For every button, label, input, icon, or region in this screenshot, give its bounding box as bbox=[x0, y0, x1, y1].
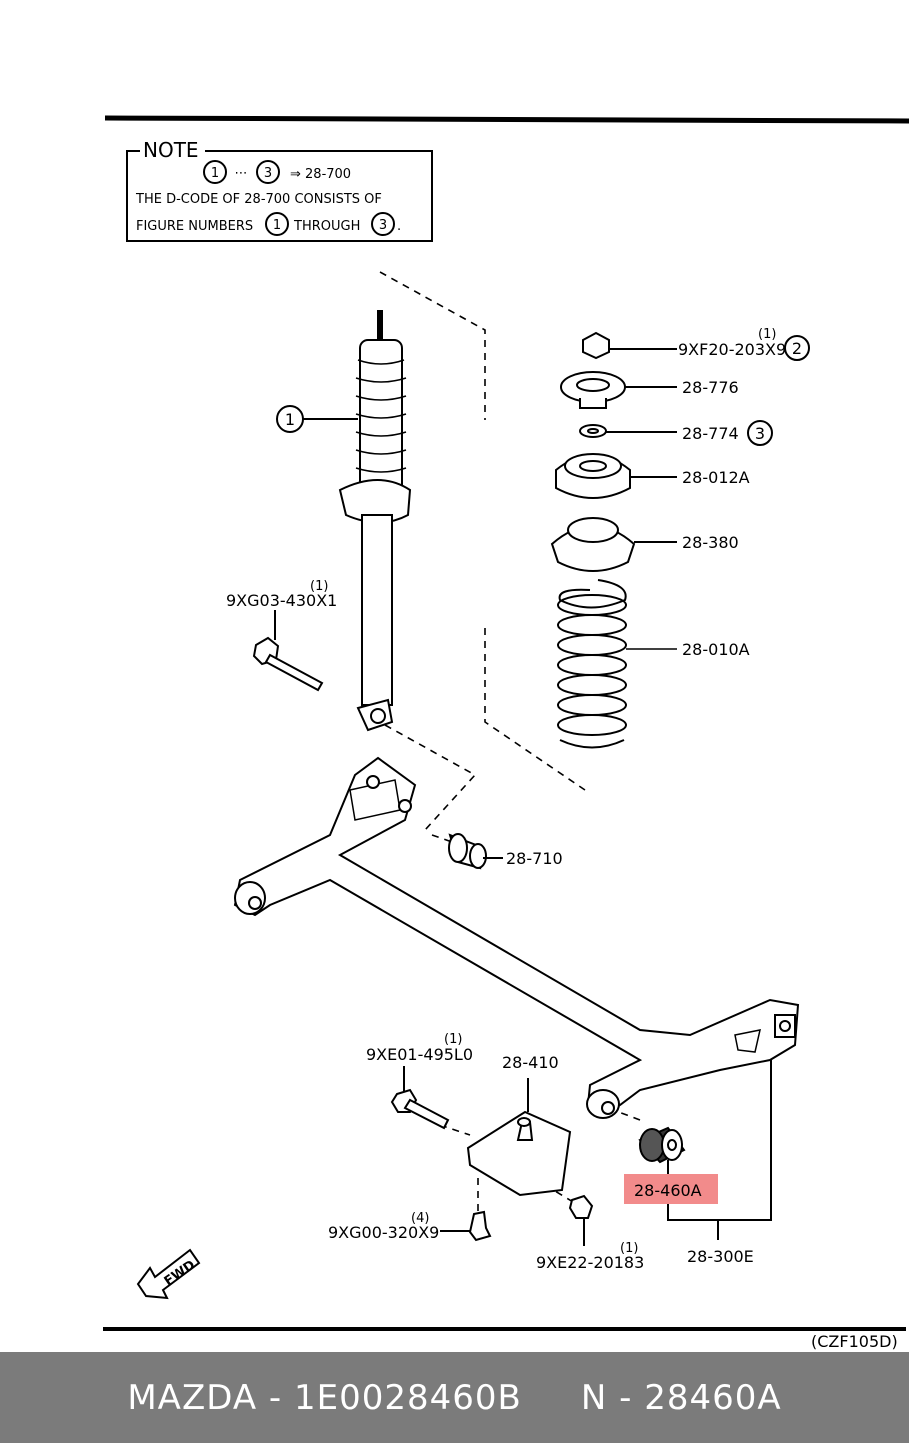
note-line3-suffix: . bbox=[397, 219, 401, 234]
spring-seat: 28-380 bbox=[550, 517, 739, 572]
note-line3-circle-a: 1 bbox=[273, 218, 281, 233]
rear-bushing bbox=[638, 1126, 686, 1176]
top-nut: 9XF20-203X9 (1) 2 bbox=[582, 327, 810, 361]
shock-bolt-qty: (1) bbox=[310, 579, 328, 594]
washer-circle: 3 bbox=[755, 424, 765, 443]
coil-spring bbox=[557, 579, 677, 749]
washer-label: 28-774 bbox=[682, 424, 739, 443]
bracket-nut-qty: (1) bbox=[620, 1241, 638, 1256]
note-ellipsis: ⋯ bbox=[235, 166, 248, 181]
rear-bushing-highlight[interactable] bbox=[624, 1174, 718, 1204]
axle-label: 28-300E bbox=[687, 1247, 754, 1266]
bracket-bolt-qty: (1) bbox=[444, 1032, 462, 1047]
shock-bolt: 9XG03-430X1 (1) bbox=[226, 579, 337, 692]
top-rule bbox=[104, 115, 909, 124]
footer-brand: MAZDA bbox=[127, 1377, 258, 1418]
figure-code: (CZF105D) bbox=[811, 1332, 898, 1351]
nut-code: 9XF20-203X9 bbox=[678, 340, 786, 359]
shock-absorber: 1 bbox=[276, 310, 412, 732]
note-line3-prefix: FIGURE NUMBERS bbox=[136, 219, 253, 234]
bearing: 28-012A bbox=[555, 453, 750, 499]
bracket-nut-code: 9XE22-20183 bbox=[536, 1253, 644, 1272]
front-bushing: 28-710 bbox=[448, 833, 563, 870]
upper-mount: 28-776 bbox=[560, 371, 739, 409]
fwd-arrow-icon: FWD bbox=[136, 1248, 201, 1300]
spring-seat-label: 28-380 bbox=[682, 533, 739, 552]
note-title: NOTE bbox=[143, 138, 199, 162]
bracket-bolt-code: 9XE01-495L0 bbox=[366, 1045, 473, 1064]
bracket-assembly: 28-410 9XE01-495L0 (1) 9XG00-320X9 (4) 9… bbox=[328, 1032, 644, 1272]
bearing-label: 28-012A bbox=[682, 468, 750, 487]
note-line3-circle-b: 3 bbox=[379, 218, 387, 233]
front-bushing-label: 28-710 bbox=[506, 849, 563, 868]
bracket-label: 28-410 bbox=[502, 1053, 559, 1072]
nut-qty: (1) bbox=[758, 327, 776, 342]
washer: 28-774 3 bbox=[579, 420, 773, 446]
upper-mount-label: 28-776 bbox=[682, 378, 739, 397]
stud-code: 9XG00-320X9 bbox=[328, 1223, 439, 1242]
note-box: NOTE 1 ⋯ 3 ⇒ 28-700 THE D-CODE OF 28-700… bbox=[126, 138, 433, 242]
part-info-footer: MAZDA - 1E0028460B N - 28460A bbox=[0, 1352, 909, 1443]
parts-diagram: NOTE 1 ⋯ 3 ⇒ 28-700 THE D-CODE OF 28-700… bbox=[103, 115, 909, 1351]
callout-shock-absorber: 1 bbox=[285, 410, 295, 429]
note-line2: THE D-CODE OF 28-700 CONSISTS OF bbox=[135, 192, 382, 207]
footer-part-number: 1E0028460B bbox=[293, 1377, 522, 1418]
stud-qty: (4) bbox=[411, 1211, 429, 1226]
footer-code: N - 28460A bbox=[580, 1377, 782, 1418]
axle-leader bbox=[667, 1060, 772, 1221]
note-circle-end: 3 bbox=[264, 166, 272, 181]
assembly-guides bbox=[379, 271, 641, 1215]
note-arrow-text: ⇒ 28-700 bbox=[290, 167, 351, 182]
coil-spring-label: 28-010A bbox=[682, 640, 750, 659]
shock-bolt-code: 9XG03-430X1 bbox=[226, 591, 337, 610]
rear-bushing-label[interactable]: 28-460A bbox=[634, 1181, 702, 1200]
note-line3-mid: THROUGH bbox=[293, 219, 360, 234]
nut-circle: 2 bbox=[792, 339, 802, 358]
note-circle-start: 1 bbox=[211, 166, 219, 181]
